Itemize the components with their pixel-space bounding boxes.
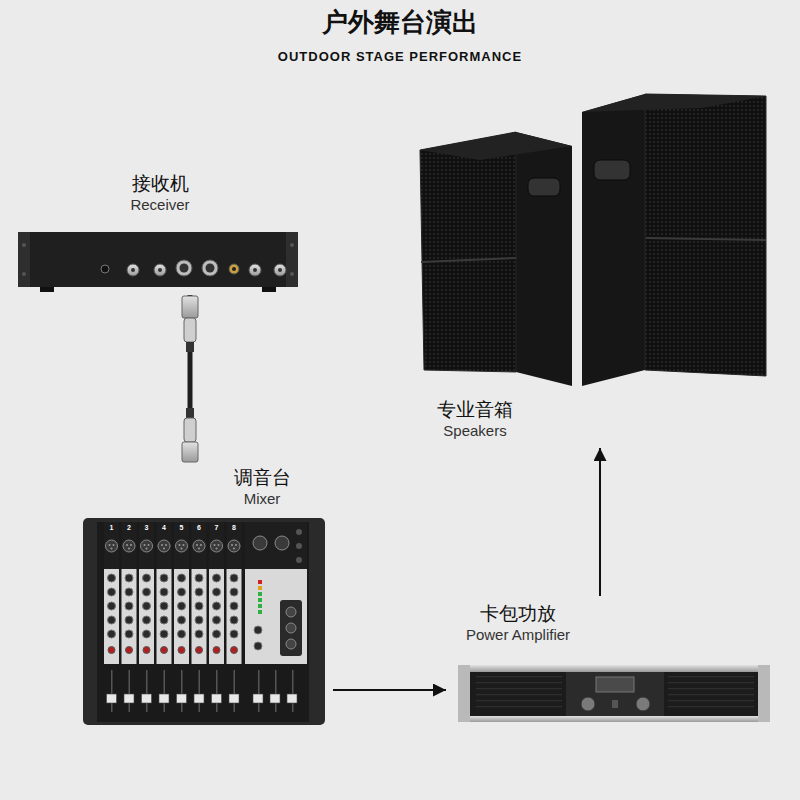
- node-label: 调音台Mixer: [198, 466, 326, 508]
- channel-number: 1: [110, 523, 114, 532]
- device-name: 调音台: [198, 466, 326, 489]
- channel-number: 6: [197, 523, 201, 532]
- mixer-body: [83, 518, 325, 725]
- xlr-plug: [182, 296, 198, 352]
- signal-arrow: [333, 689, 446, 691]
- speaker-side: [582, 94, 645, 386]
- subtitle: OUTDOOR STAGE PERFORMANCE: [278, 49, 522, 64]
- receiver-node: 接收机Receiver: [18, 172, 298, 295]
- channel-number: 7: [215, 523, 219, 532]
- channel-number: 8: [232, 523, 236, 532]
- channel-number: 4: [162, 523, 166, 532]
- mixer-node: 调音台Mixer: [83, 462, 325, 725]
- receiver-illustration: [18, 232, 298, 292]
- speakers-illustration: [420, 94, 766, 386]
- speaker-side: [516, 132, 572, 386]
- xlr-plug: [182, 408, 198, 462]
- amplifier-body: [458, 665, 770, 722]
- device-name: 专业音箱: [411, 398, 539, 421]
- speaker-front: [645, 94, 766, 376]
- device-name-en: Receiver: [76, 195, 244, 214]
- device-name-en: Speakers: [411, 421, 539, 440]
- amplifier-node: 卡包功放Power Amplifier: [448, 598, 775, 725]
- device-name-en: Mixer: [198, 489, 326, 508]
- device-name-en: Power Amplifier: [444, 625, 592, 644]
- mixer-illustration: [83, 518, 325, 725]
- amplifier-illustration: [458, 665, 770, 722]
- node-label: 接收机Receiver: [76, 172, 244, 214]
- device-name: 接收机: [76, 172, 244, 195]
- node-label: 卡包功放Power Amplifier: [444, 602, 592, 644]
- channel-number: 5: [180, 523, 184, 532]
- device-name: 卡包功放: [444, 602, 592, 625]
- channel-number: 3: [145, 523, 149, 532]
- signal-arrow: [599, 448, 601, 596]
- speaker-front: [420, 132, 516, 372]
- speakers-node: 专业音箱Speakers: [415, 88, 770, 446]
- receiver-body: [18, 232, 298, 287]
- node-label: 专业音箱Speakers: [411, 398, 539, 440]
- title: 户外舞台演出: [0, 6, 800, 38]
- channel-number: 2: [127, 523, 131, 532]
